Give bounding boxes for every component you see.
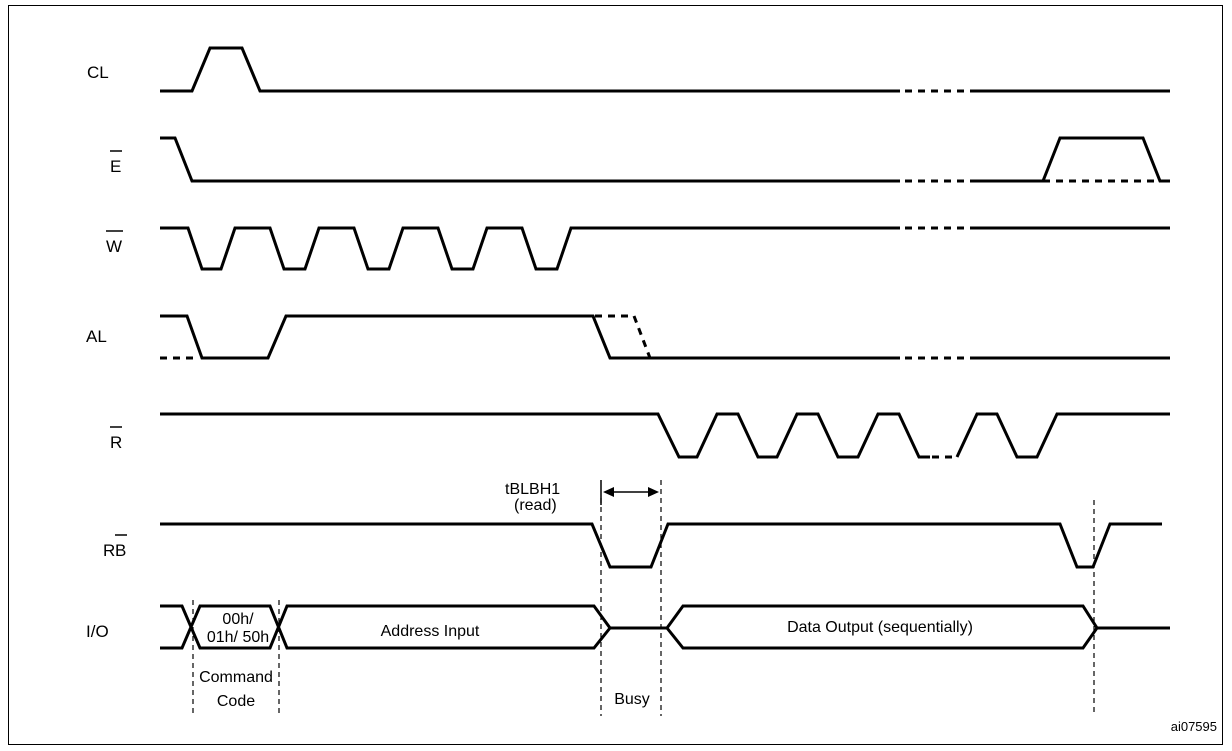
label-r: R — [110, 433, 122, 452]
e-waveform-tail — [970, 136, 1170, 183]
io-address-label: Address Input — [381, 623, 480, 640]
busy-label: Busy — [614, 691, 650, 708]
label-e: E — [110, 157, 121, 176]
timing-arrow-left-head — [603, 487, 614, 497]
label-cl: CL — [87, 63, 109, 82]
io-data-output-label: Data Output (sequentially) — [787, 619, 973, 636]
label-w: W — [106, 237, 122, 256]
diagram-frame — [8, 5, 1223, 745]
figure-id: ai07595 — [1171, 719, 1217, 734]
label-io: I/O — [86, 622, 109, 641]
r-waveform-tail — [955, 412, 1170, 459]
timing-name: tBLBH1 — [505, 481, 560, 498]
e-waveform — [160, 136, 900, 183]
label-rb-b: B — [115, 541, 126, 560]
w-waveform — [160, 226, 900, 271]
command-code-line1: Command — [199, 669, 273, 686]
io-cmd-line1: 00h/ — [222, 611, 254, 628]
al-waveform — [160, 314, 900, 360]
timing-note: (read) — [514, 497, 557, 514]
io-cmd-line2: 01h/ 50h — [207, 629, 269, 646]
al-dashed-late — [595, 314, 652, 359]
label-rb-r: R — [103, 541, 115, 560]
r-waveform — [160, 412, 930, 459]
timing-arrow-right-head — [648, 487, 659, 497]
label-al: AL — [86, 327, 107, 346]
command-code-line2: Code — [217, 693, 255, 710]
cl-waveform — [160, 46, 900, 93]
